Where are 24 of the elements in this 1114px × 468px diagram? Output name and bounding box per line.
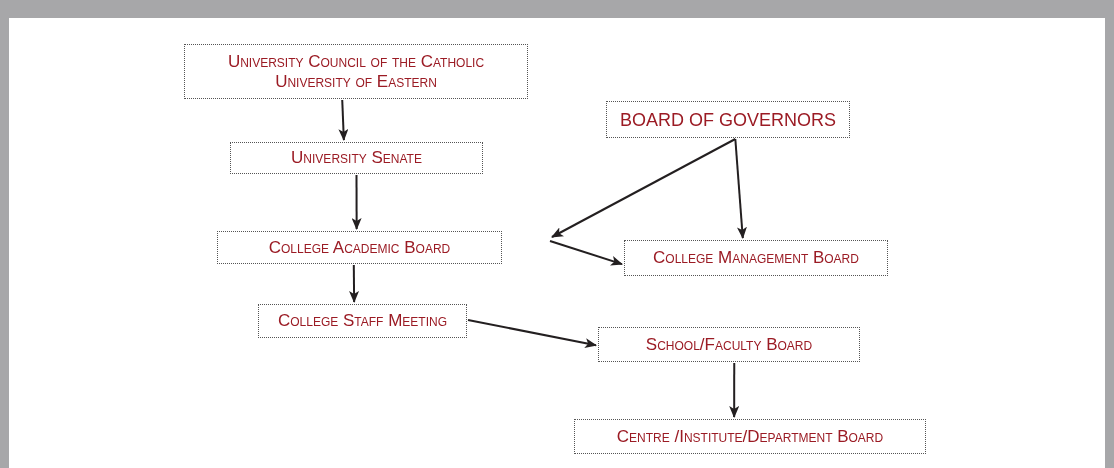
- org-box: [624, 240, 888, 276]
- arrow: [729, 362, 740, 418]
- box-label: University Senate: [291, 148, 422, 168]
- arrow: [351, 174, 362, 230]
- arrow: [549, 240, 623, 266]
- arrow: [734, 138, 747, 239]
- box-label: College Management Board: [653, 248, 859, 268]
- org-box: [217, 231, 502, 264]
- box-label: Centre /Institute/Department Board: [616, 426, 884, 447]
- box-label: University Council of the Catholic University of Eastern: [226, 51, 486, 92]
- arrow: [349, 264, 360, 303]
- arrow: [467, 319, 597, 348]
- arrow: [551, 138, 737, 238]
- org-box: [574, 419, 926, 454]
- org-box: [258, 304, 467, 338]
- org-box: [230, 142, 483, 174]
- org-box: [606, 101, 850, 138]
- org-box: [184, 44, 528, 99]
- box-label: BOARD OF GOVERNORS: [620, 109, 836, 130]
- org-box: [598, 327, 860, 362]
- box-label: School/Faculty Board: [645, 334, 813, 355]
- box-label: College Staff Meeting: [278, 311, 447, 331]
- arrow: [338, 99, 349, 141]
- box-label: College Academic Board: [268, 237, 451, 258]
